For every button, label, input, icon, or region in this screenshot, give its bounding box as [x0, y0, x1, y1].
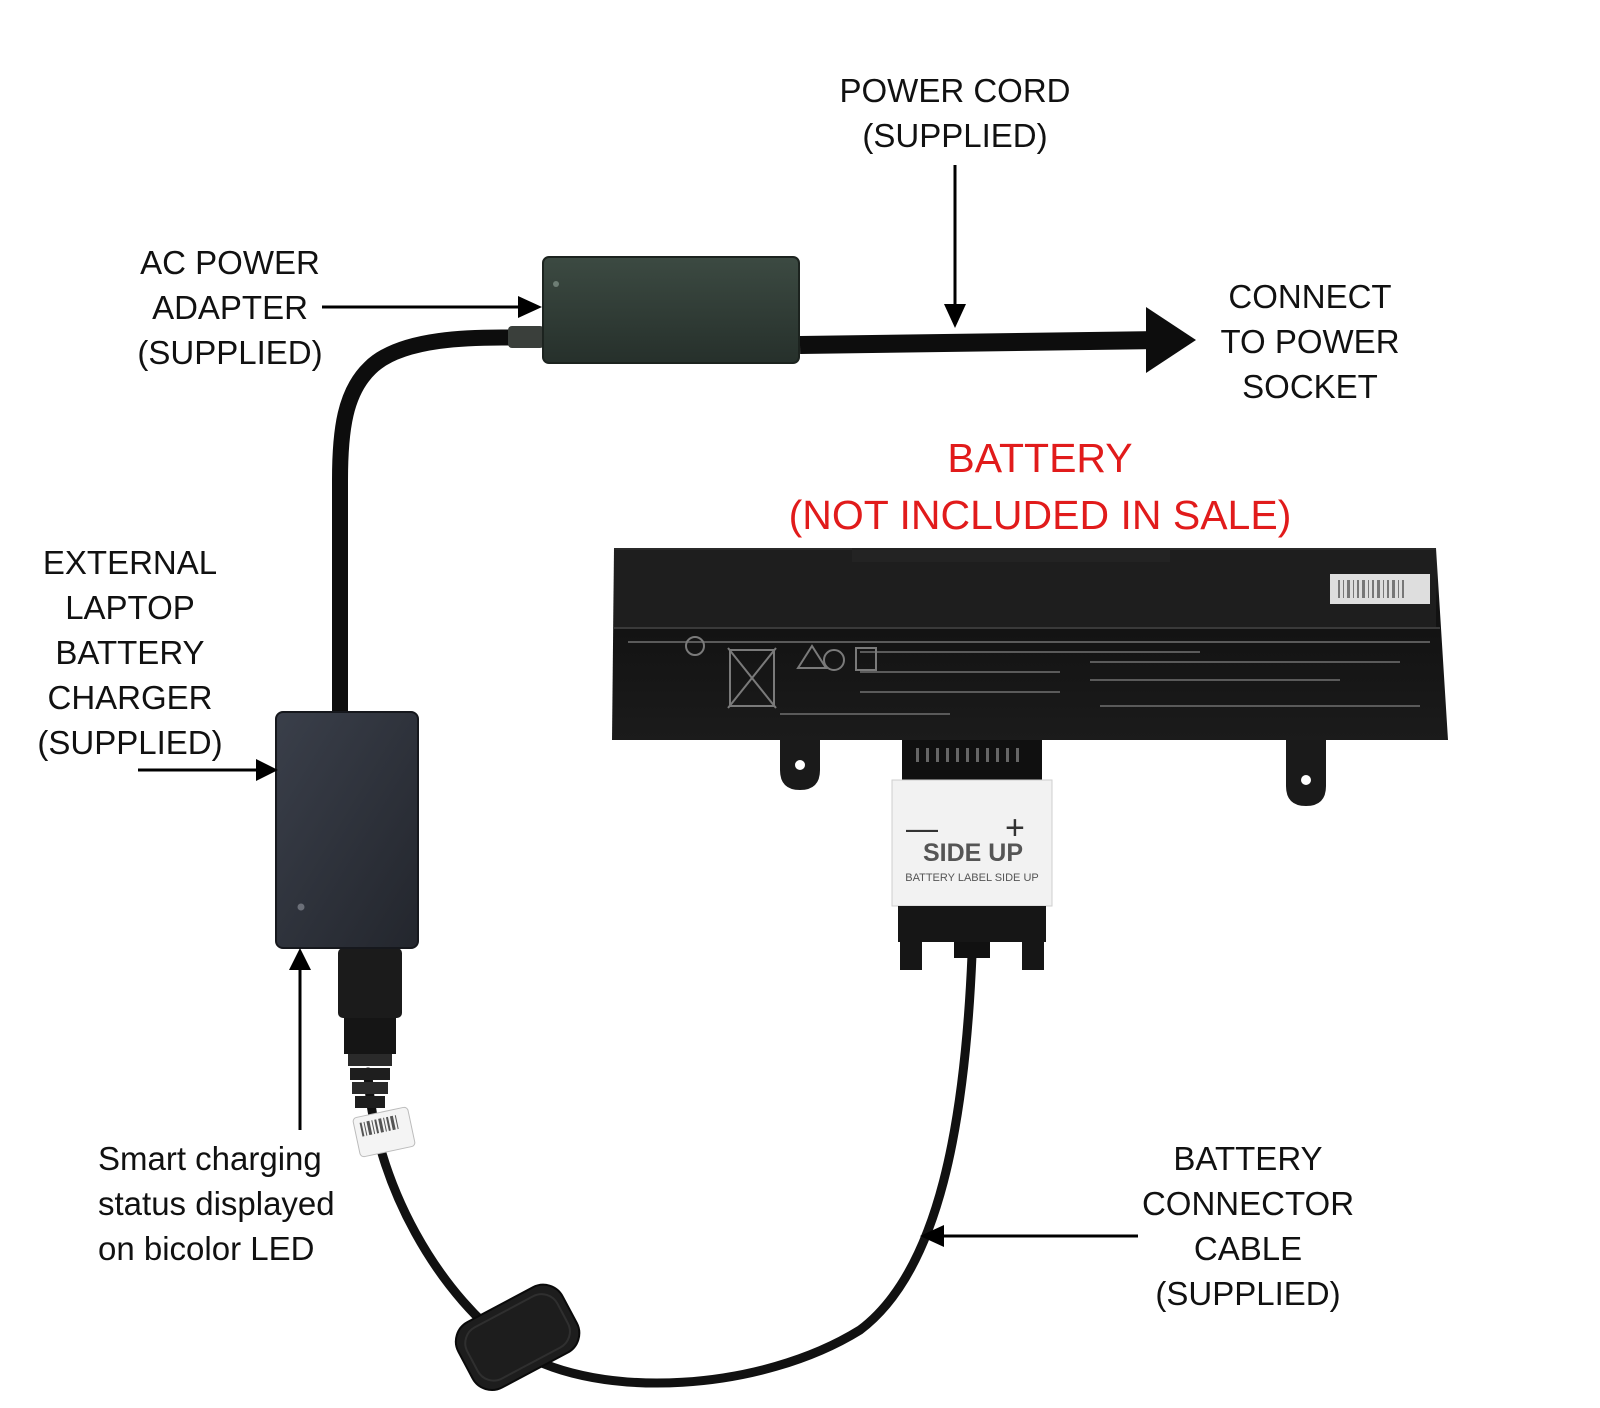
dc-cable: [332, 329, 540, 720]
connector-cable-callout-arrow: [920, 1225, 1138, 1247]
ac-adapter-label: AC POWER ADAPTER (SUPPLIED): [120, 240, 340, 375]
connector-polarity-minus: —: [906, 810, 938, 846]
charger-label-line: EXTERNAL: [42, 544, 218, 581]
connector-side-up-subtitle: BATTERY LABEL SIDE UP: [905, 872, 1039, 884]
power-cord-label: POWER CORD (SUPPLIED): [825, 68, 1085, 158]
power-cord-label-line: POWER CORD: [839, 72, 1071, 109]
battery-connector: [891, 779, 1053, 970]
power-socket-label-line: SOCKET: [1242, 368, 1378, 405]
connector-cable-label-line: CABLE: [1193, 1230, 1303, 1267]
connector-cable-label-line: (SUPPLIED): [1155, 1275, 1341, 1312]
ferrite-bead: [454, 1283, 581, 1391]
power-cord-callout-arrow: [944, 165, 966, 328]
connector-cable-label-line: CONNECTOR: [1141, 1185, 1355, 1222]
charger-label: EXTERNAL LAPTOP BATTERY CHARGER (SUPPLIE…: [20, 540, 240, 765]
ac-adapter-label-line: AC POWER: [140, 244, 320, 281]
charger-label-line: BATTERY: [55, 634, 205, 671]
charger-label-line: CHARGER: [47, 679, 213, 716]
dc-plug: [338, 948, 416, 1158]
connector-cable-label: BATTERY CONNECTOR CABLE (SUPPLIED): [1138, 1136, 1358, 1316]
battery-pack: [612, 548, 1448, 806]
bicolor-led-icon: [297, 903, 305, 911]
smart-charging-label: Smart charging status displayed on bicol…: [98, 1136, 378, 1271]
adapter-strain-relief: [508, 326, 544, 348]
battery-label-line: BATTERY: [947, 435, 1133, 481]
external-charger: [275, 711, 419, 949]
connector-polarity-plus: +: [1005, 809, 1025, 847]
ac-adapter-label-line: ADAPTER: [152, 289, 308, 326]
power-cord: [799, 331, 1161, 354]
smart-charging-label-line: on bicolor LED: [98, 1230, 315, 1267]
charger-label-line: (SUPPLIED): [37, 724, 223, 761]
power-cord-label-line: (SUPPLIED): [862, 117, 1048, 154]
battery-label-line: (NOT INCLUDED IN SALE): [788, 492, 1292, 538]
smart-charging-label-line: status displayed: [98, 1185, 335, 1222]
charger-label-line: LAPTOP: [65, 589, 195, 626]
smart-charging-label-line: Smart charging: [98, 1140, 322, 1177]
ac-adapter: [542, 256, 800, 364]
battery-label: BATTERY (NOT INCLUDED IN SALE): [760, 430, 1320, 544]
power-socket-label-line: TO POWER: [1220, 323, 1400, 360]
socket-arrowhead: [1146, 307, 1196, 373]
charger-callout-arrow: [138, 759, 278, 781]
connector-side-up: SIDE UP: [922, 839, 1024, 867]
led-dot-icon: [553, 281, 559, 287]
connector-cable-label-line: BATTERY: [1173, 1140, 1323, 1177]
power-socket-label-line: CONNECT: [1228, 278, 1392, 315]
battery-connector-cable: [363, 950, 977, 1388]
led-callout-arrow: [289, 948, 311, 1130]
ac-adapter-label-line: (SUPPLIED): [137, 334, 323, 371]
power-socket-label: CONNECT TO POWER SOCKET: [1200, 274, 1420, 409]
arrow-right-icon: [322, 296, 542, 318]
